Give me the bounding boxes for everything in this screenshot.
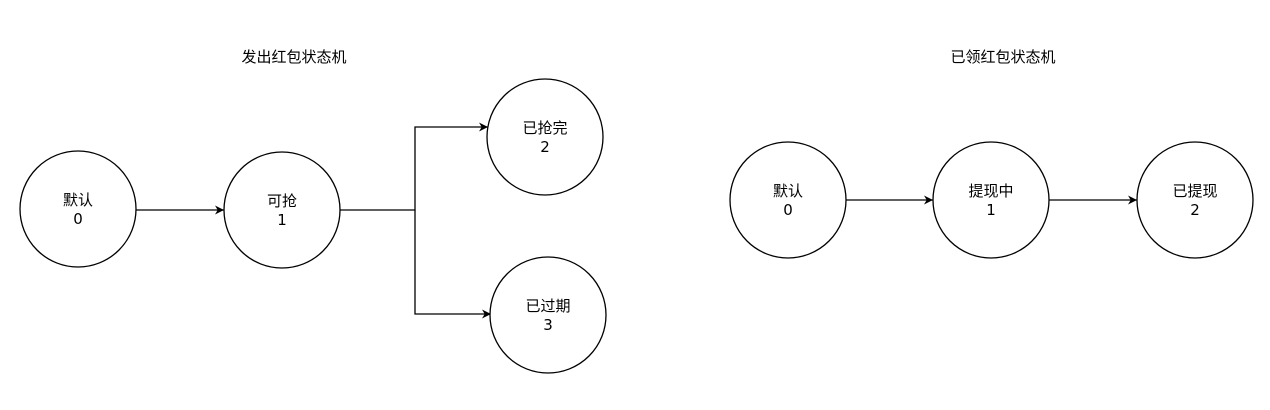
state-name: 默认 (63, 191, 93, 209)
state-name: 已抢完 (522, 119, 567, 137)
state-code: 0 (783, 201, 793, 219)
state-circle (729, 141, 847, 259)
state-code: 3 (543, 316, 553, 334)
state-node-default: 默认 0 (19, 150, 137, 268)
state-circle (19, 150, 137, 268)
state-circle (223, 151, 341, 269)
state-name: 已提现 (1172, 182, 1217, 200)
diagram-title: 发出红包状态机 (241, 48, 346, 66)
state-name: 可抢 (267, 192, 297, 210)
state-circle (1136, 141, 1254, 259)
state-circle (932, 141, 1050, 259)
state-node-grabbable: 可抢 1 (223, 151, 341, 269)
transition-arrow-grabbable-to-finished (340, 122, 488, 211)
state-node-default: 默认 0 (729, 141, 847, 259)
sent-redpacket-state-machine: 发出红包状态机 默认 0 可抢 1 已抢完 2 已过期 3 (19, 48, 607, 374)
state-code: 1 (277, 211, 287, 229)
state-code: 2 (1190, 201, 1200, 219)
state-circle (486, 78, 604, 196)
state-node-withdrawing: 提现中 1 (932, 141, 1050, 259)
state-name: 提现中 (968, 182, 1013, 200)
state-node-expired: 已过期 3 (489, 256, 607, 374)
state-code: 1 (986, 201, 996, 219)
state-code: 0 (73, 210, 83, 228)
received-redpacket-state-machine: 已领红包状态机 默认 0 提现中 1 已提现 2 (729, 48, 1254, 259)
state-code: 2 (540, 138, 550, 156)
state-node-finished: 已抢完 2 (486, 78, 604, 196)
diagram-title: 已领红包状态机 (950, 48, 1055, 66)
state-name: 默认 (773, 182, 803, 200)
state-name: 已过期 (525, 297, 570, 315)
transition-arrow-grabbable-to-expired (414, 210, 491, 319)
state-circle (489, 256, 607, 374)
state-node-withdrawn: 已提现 2 (1136, 141, 1254, 259)
